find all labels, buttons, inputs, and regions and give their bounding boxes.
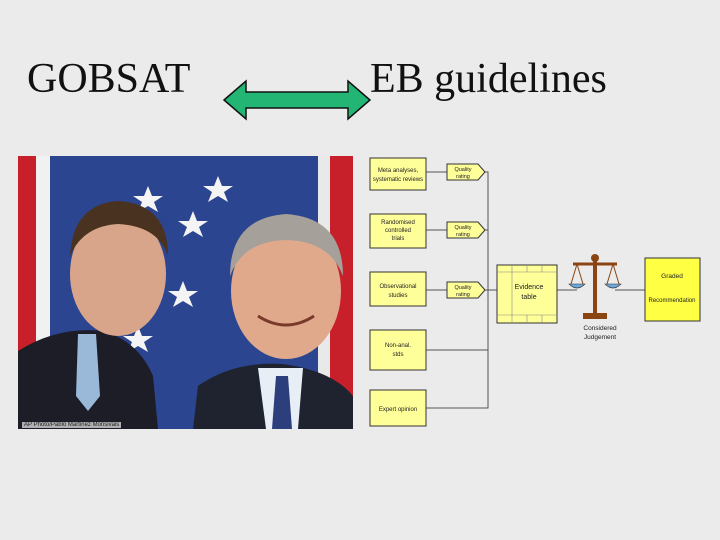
quality-label-1a: Quality — [454, 167, 471, 173]
considered-label-2: Judgement — [584, 334, 616, 341]
source-box-meta-analyses: Meta analyses, systematic reviews — [369, 157, 427, 191]
source-box-rct: Randomised controlled trials — [369, 213, 427, 249]
photo-credit: AP Photo/Pablo Martinez Monsivais — [22, 422, 122, 428]
scales-icon — [568, 254, 622, 319]
source-label-2b: controlled — [385, 228, 411, 234]
evidence-label-1: Evidence — [515, 284, 544, 291]
quality-rating-3: Quality rating — [446, 281, 486, 299]
quality-label-1b: rating — [456, 174, 470, 180]
source-box-observational: Observational studies — [369, 271, 427, 307]
graded-label-1: Graded — [661, 273, 683, 280]
source-label-3b: studies — [388, 293, 407, 299]
double-arrow-icon — [222, 79, 372, 121]
source-label-4a: Non-anal. — [385, 343, 411, 349]
quality-label-3b: rating — [456, 292, 470, 298]
graded-label-2: Recommendation — [648, 298, 695, 304]
source-box-non-analytic: Non-anal. stds — [369, 329, 427, 371]
eb-guidelines-diagram: Meta analyses, systematic reviews Random… — [369, 157, 701, 427]
quality-label-2b: rating — [456, 232, 470, 238]
source-label-1a: Meta analyses, — [378, 168, 419, 174]
source-label-4b: stds — [392, 352, 403, 358]
leaders-photo: AP Photo/Pablo Martinez Monsivais — [18, 156, 353, 429]
source-box-expert-opinion: Expert opinion — [369, 389, 427, 427]
quality-rating-1: Quality rating — [446, 163, 486, 181]
evidence-table-box: Evidence table — [496, 264, 558, 324]
considered-label-1: Considered — [583, 325, 617, 332]
source-label-2c: trials — [392, 236, 405, 242]
quality-rating-2: Quality rating — [446, 221, 486, 239]
evidence-label-2: table — [521, 294, 536, 301]
title-gobsat: GOBSAT — [27, 56, 191, 102]
source-label-5a: Expert opinion — [379, 407, 417, 413]
title-eb-guidelines: EB guidelines — [370, 56, 607, 102]
quality-label-3a: Quality — [454, 285, 471, 291]
source-label-2a: Randomised — [381, 220, 415, 226]
source-label-3a: Observational — [379, 284, 416, 290]
quality-label-2a: Quality — [454, 225, 471, 231]
source-label-1b: systematic reviews — [373, 177, 423, 183]
graded-recommendation-box: Graded Recommendation — [644, 257, 701, 322]
